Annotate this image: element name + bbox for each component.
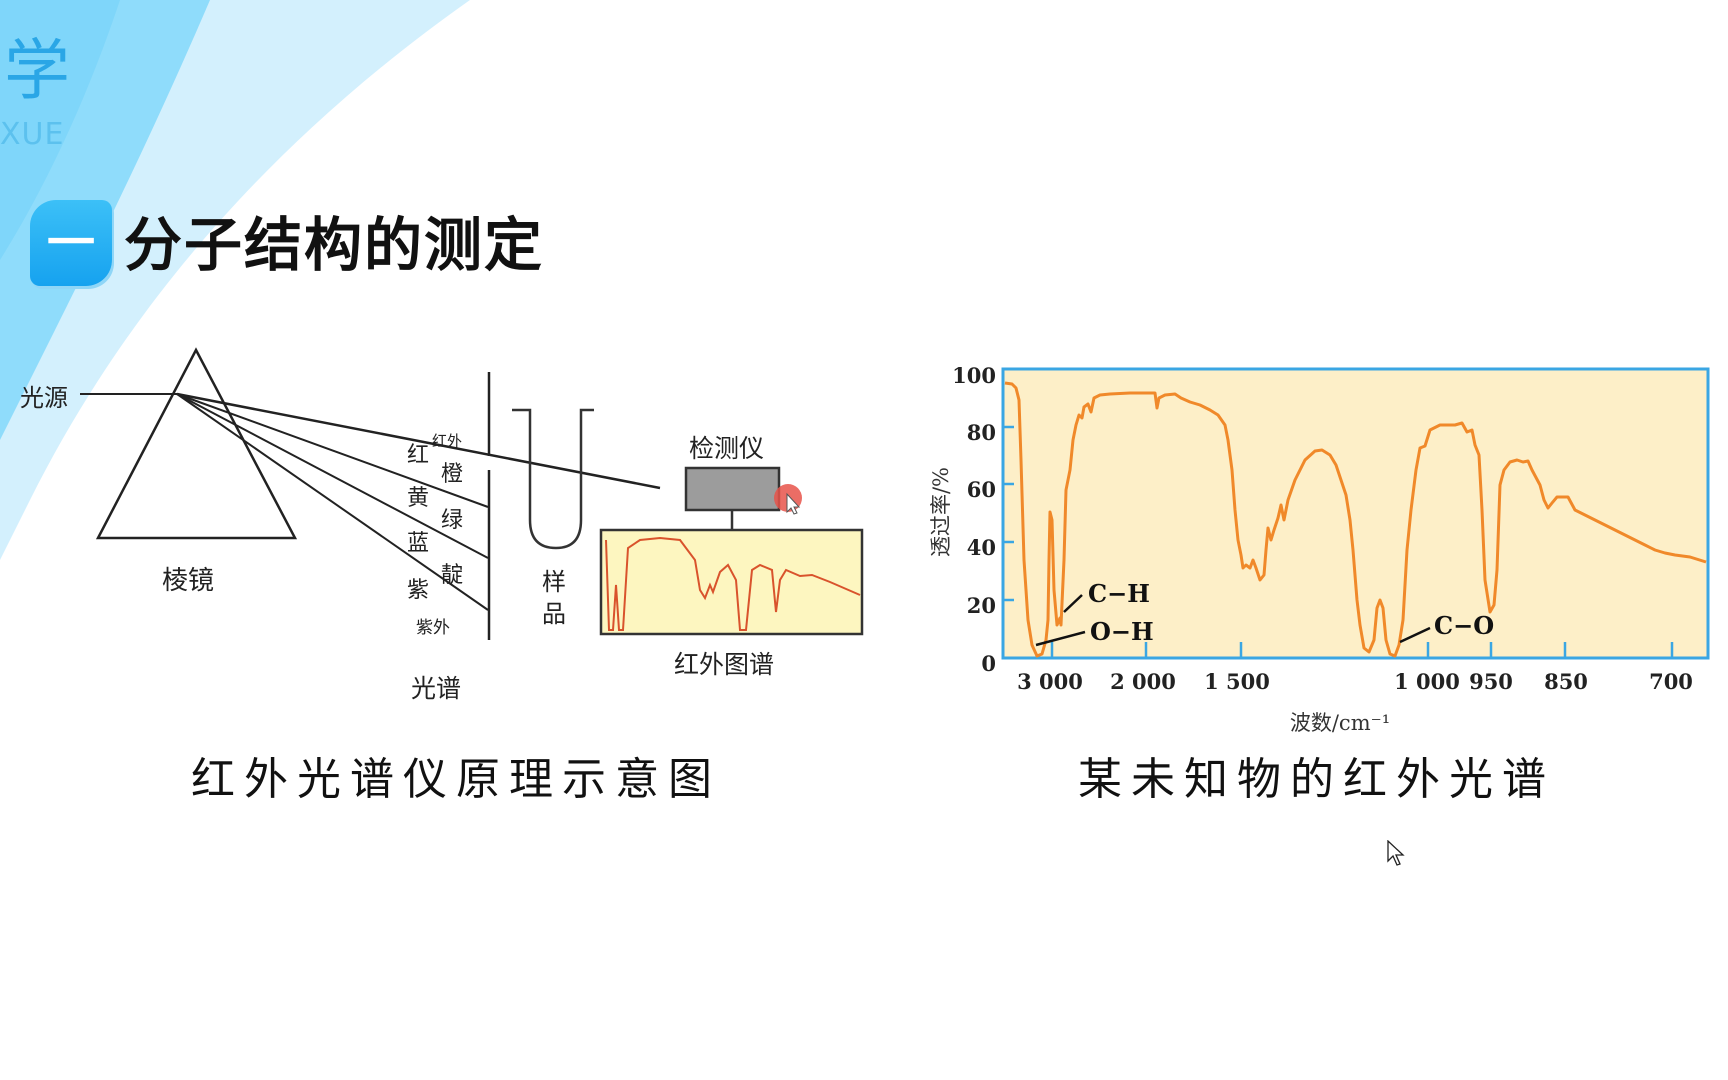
band-label-orange: 橙 (441, 462, 464, 487)
detector-label: 检测仪 (689, 434, 765, 463)
diagram-caption: 红外光谱仪原理示意图 (191, 754, 721, 805)
annotation-c-o: C−O (1434, 611, 1494, 640)
sample-label-2: 品 (542, 600, 566, 628)
ir-chart-label: 红外图谱 (674, 650, 775, 679)
x-axis-title: 波数/cm⁻¹ (1290, 711, 1390, 735)
x-tick-1500: 1 500 (1204, 669, 1270, 694)
spectrum-line (1004, 381, 1707, 658)
brand-pinyin: XUE (0, 117, 65, 152)
sample-label-1: 样 (542, 568, 566, 596)
plot-area (1001, 367, 1710, 660)
band-label-indigo: 靛 (441, 563, 464, 588)
band-label-red: 红 (407, 443, 430, 468)
band-label-yellow: 黄 (407, 486, 430, 511)
x-tick-950: 950 (1469, 669, 1513, 694)
band-label-violet: 紫 (407, 578, 430, 603)
ir-spectrometer-diagram (80, 347, 864, 640)
y-tick-80: 80 (967, 420, 996, 445)
detector-box (684, 466, 781, 512)
infrared-label: 红外 (432, 432, 463, 450)
y-tick-100: 100 (952, 363, 996, 388)
mini-ir-chart (599, 528, 864, 636)
chart-caption: 某未知物的红外光谱 (1078, 754, 1555, 805)
y-tick-0: 0 (981, 651, 996, 676)
ir-spectrum-chart: 100 80 60 40 20 0 3 000 2 000 1 500 1 00… (929, 363, 1710, 735)
x-tick-2000: 2 000 (1110, 669, 1176, 694)
annotation-c-h: C−H (1088, 579, 1150, 608)
x-tick-3000: 3 000 (1017, 669, 1083, 694)
x-tick-1000: 1 000 (1394, 669, 1460, 694)
mouse-cursor-icon (1387, 840, 1405, 866)
spectrum-label: 光谱 (411, 674, 462, 703)
annotation-o-h: O−H (1090, 617, 1154, 646)
prism-label: 棱镜 (162, 566, 215, 596)
ultraviolet-label: 紫外 (416, 618, 450, 638)
section-title: 分子结构的测定 (124, 211, 545, 279)
x-tick-850: 850 (1544, 669, 1588, 694)
x-tick-700: 700 (1649, 669, 1693, 694)
band-label-green: 绿 (441, 508, 464, 533)
section-number: 一 (46, 215, 95, 271)
brand-character: 学 (4, 32, 70, 109)
light-source-label: 光源 (20, 384, 68, 412)
prism-shape (95, 347, 298, 540)
band-label-blue: 蓝 (407, 531, 430, 556)
y-axis-title: 透过率/% (929, 467, 953, 557)
y-tick-60: 60 (967, 477, 996, 502)
y-tick-20: 20 (967, 593, 996, 618)
section-number-badge: 一 (30, 200, 112, 286)
y-tick-40: 40 (967, 535, 996, 560)
